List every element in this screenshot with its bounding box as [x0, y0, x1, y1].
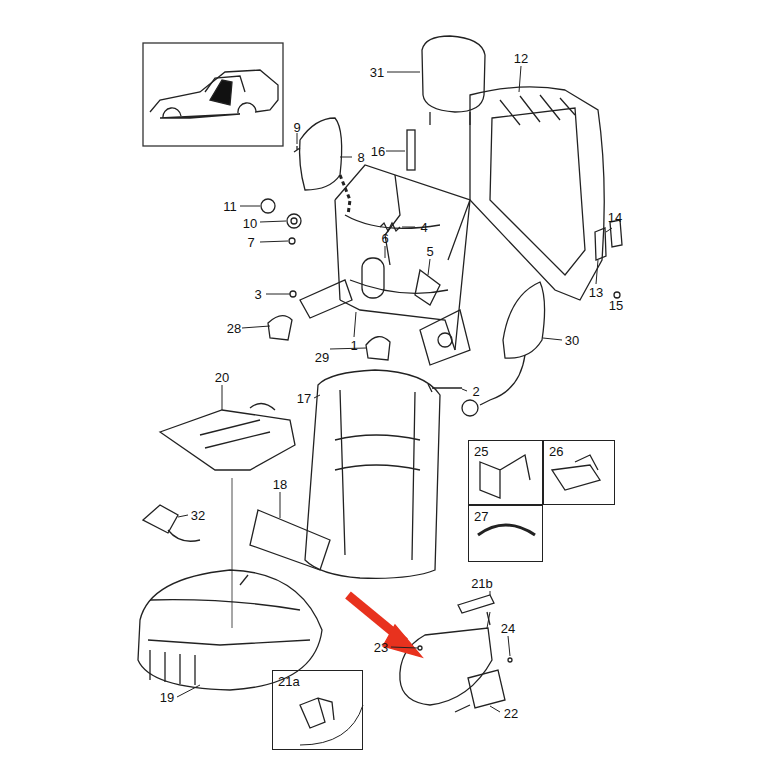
callout-number: 26 [549, 445, 563, 458]
callout-number: 23 [374, 641, 388, 654]
callout-number: 20 [215, 371, 229, 384]
callout-number: 32 [191, 509, 205, 522]
callout-number: 5 [426, 245, 433, 258]
callout-number: 24 [501, 622, 515, 635]
callout-number: 21a [278, 675, 300, 688]
inset-box: 25 [468, 440, 543, 505]
callout-number: 17 [297, 392, 311, 405]
inset-box: 27 [468, 505, 543, 562]
callout-number: 12 [514, 52, 528, 65]
callout-number: 4 [420, 221, 427, 234]
inset-box: 21a [272, 670, 363, 750]
callout-number: 19 [160, 691, 174, 704]
callout-number: 6 [381, 232, 388, 245]
callout-number: 7 [247, 236, 254, 249]
callout-number: 13 [589, 286, 603, 299]
callout-number: 10 [243, 217, 257, 230]
callout-number: 11 [223, 200, 237, 213]
callout-number: 27 [474, 510, 488, 523]
inset-box: 26 [543, 440, 615, 505]
callout-number: 16 [371, 145, 385, 158]
callout-number: 28 [227, 322, 241, 335]
callout-number: 1 [350, 339, 357, 352]
callout-number: 22 [504, 707, 518, 720]
callout-number: 31 [370, 66, 384, 79]
callout-number: 15 [609, 299, 623, 312]
callout-number: 3 [254, 288, 261, 301]
callout-number: 21b [471, 577, 493, 590]
callout-number: 8 [357, 151, 364, 164]
callout-number: 29 [315, 351, 329, 364]
callout-number: 14 [608, 211, 622, 224]
callout-number: 25 [474, 445, 488, 458]
callout-number: 9 [293, 121, 300, 134]
callout-number: 18 [273, 478, 287, 491]
callout-number: 2 [472, 385, 479, 398]
callout-number: 30 [565, 334, 579, 347]
